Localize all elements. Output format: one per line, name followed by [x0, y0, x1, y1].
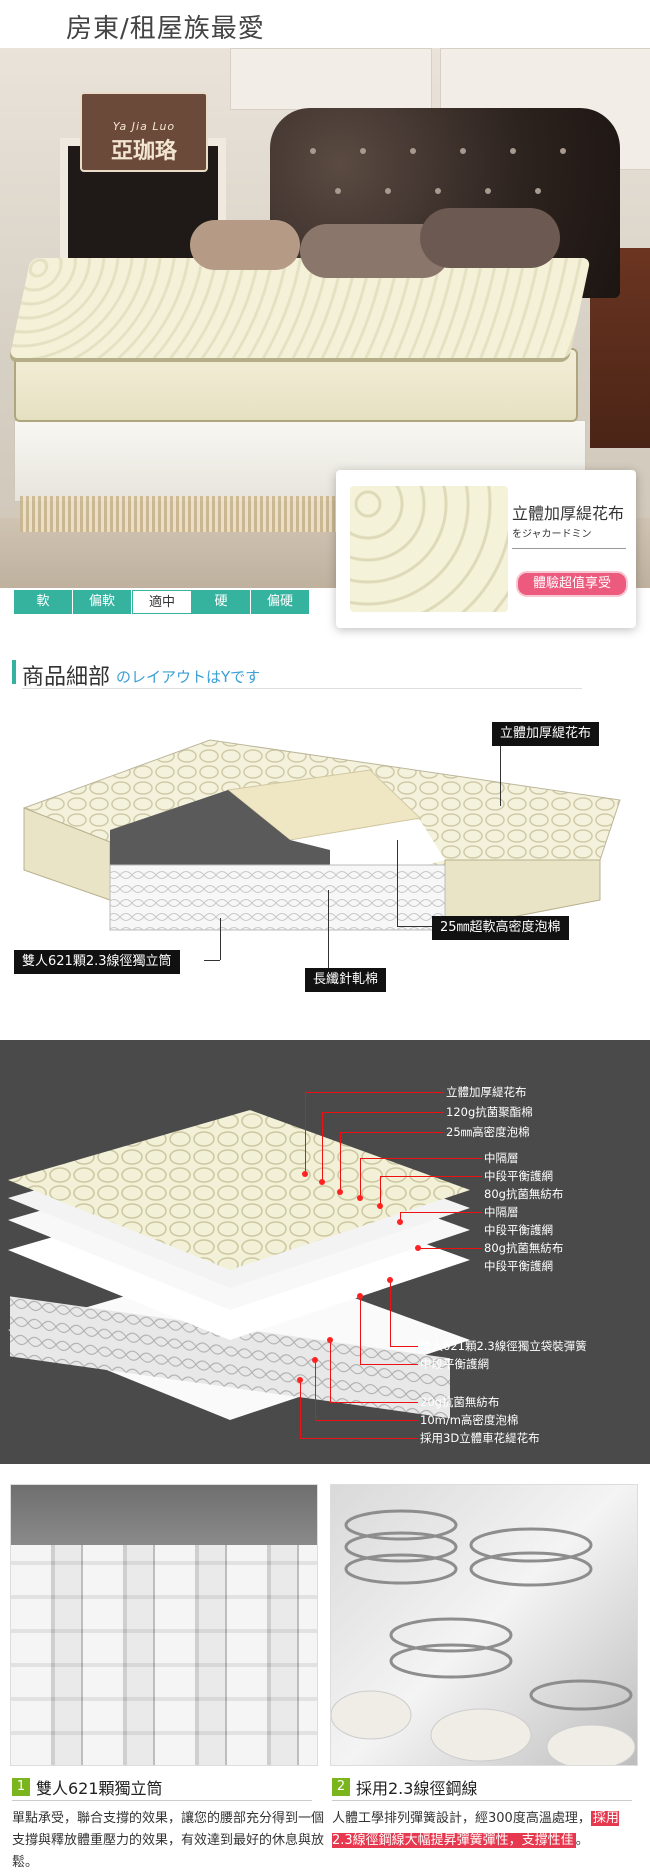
logo-zh: 亞珈珞	[110, 139, 177, 164]
feature-2-text: 人體工學排列彈簧設計，經300度高溫處理	[332, 1811, 578, 1826]
feature-1-divider	[12, 1800, 312, 1801]
feature-2-divider	[332, 1800, 632, 1801]
mattress-side	[14, 348, 578, 422]
layer-label: 中段平衡護網	[420, 1357, 489, 1371]
pillow	[420, 208, 560, 268]
feature-2-number: 2	[332, 1778, 350, 1796]
mattress-cutaway-diagram: 立體加厚緹花布 25㎜超軟高密度泡棉 雙人621顆2.3線徑獨立筒 長纖針軋棉	[0, 700, 650, 1020]
firmness-hard: 硬	[192, 590, 251, 614]
firmness-scale: 軟 偏軟 適中 硬 偏硬	[14, 590, 310, 614]
fabric-swatch	[350, 486, 508, 612]
feature-1-text: 單點承受，聯合支撐的效果，讓您的腰部充分得到一個支撐與釋放體重壓力的效果，有效達…	[12, 1811, 325, 1870]
layer-label: 中段平衡護網	[484, 1223, 553, 1237]
section-subtitle: のレイアウトはYです	[116, 668, 261, 686]
layer-diagram-panel: 立體加厚緹花布 120g抗菌聚酯棉 25㎜高密度泡棉 中隔層 中段平衡護網 80…	[0, 1040, 650, 1464]
steel-coil-photo	[330, 1484, 638, 1766]
section-accent-bar	[12, 660, 16, 684]
hero-title: 房東/租屋族最愛	[66, 14, 265, 44]
fabric-card: 立體加厚緹花布 をジャカードミン 體驗超值享受	[336, 470, 636, 628]
layer-label: 中段平衡護網	[484, 1259, 553, 1273]
feature-2-title: 採用2.3線徑鋼線	[356, 1779, 478, 1798]
brand-logo: Ya Jia Luo 亞珈珞	[80, 92, 208, 172]
layer-label: 採用3D立體車花緹花布	[420, 1431, 540, 1445]
label-cotton: 長纖針軋棉	[305, 968, 387, 992]
pocket-spring-photo	[10, 1484, 318, 1766]
cutaway-drawing	[23, 739, 621, 931]
feature-2-text-block: 人體工學排列彈簧設計，經300度高溫處理，採用2.3線徑鋼線大幅提昇彈簧彈性，支…	[332, 1811, 619, 1848]
firmness-soft: 軟	[14, 590, 73, 614]
firmness-medium-hard: 偏硬	[251, 590, 310, 614]
feature-2-text-end: 。	[575, 1833, 589, 1848]
layer-label: 80g抗菌無紡布	[484, 1241, 564, 1255]
pillow	[190, 220, 300, 270]
fabric-subtitle: をジャカードミン	[512, 529, 592, 540]
section-title: 商品細部	[22, 665, 111, 690]
layer-label: 25㎜高密度泡棉	[446, 1125, 530, 1139]
layer-label: 中隔層	[484, 1205, 519, 1219]
label-pocket-springs: 雙人621顆2.3線徑獨立筒	[14, 950, 180, 974]
layer-label: 80g抗菌無紡布	[484, 1187, 564, 1201]
layer-label: 20g抗菌無紡布	[420, 1395, 500, 1409]
label-foam: 25㎜超軟高密度泡棉	[432, 916, 569, 940]
layer-label: 中段平衡護網	[484, 1169, 553, 1183]
layer-label: 10m/m高密度泡棉	[420, 1413, 519, 1427]
layer-label: 立體加厚緹花布	[446, 1085, 527, 1099]
feature-1-title: 雙人621顆獨立筒	[36, 1779, 163, 1798]
mattress-top	[9, 258, 591, 358]
layer-label: 中隔層	[484, 1151, 519, 1165]
coil-drawing	[331, 1509, 636, 1765]
experience-badge: 體驗超值享受	[516, 571, 628, 597]
firmness-medium: 適中	[132, 590, 192, 614]
section-divider	[22, 688, 582, 689]
layer-label: 120g抗菌聚酯棉	[446, 1105, 533, 1119]
layer-label: 雙人621顆2.3線徑獨立袋裝彈簧	[420, 1339, 587, 1353]
feature-1-number: 1	[12, 1778, 30, 1796]
firmness-medium-soft: 偏軟	[73, 590, 132, 614]
fabric-title: 立體加厚緹花布	[512, 504, 625, 523]
logo-en: Ya Jia Luo	[112, 120, 176, 133]
label-top-fabric: 立體加厚緹花布	[492, 722, 600, 746]
layer-stack-drawing	[8, 1110, 470, 1420]
